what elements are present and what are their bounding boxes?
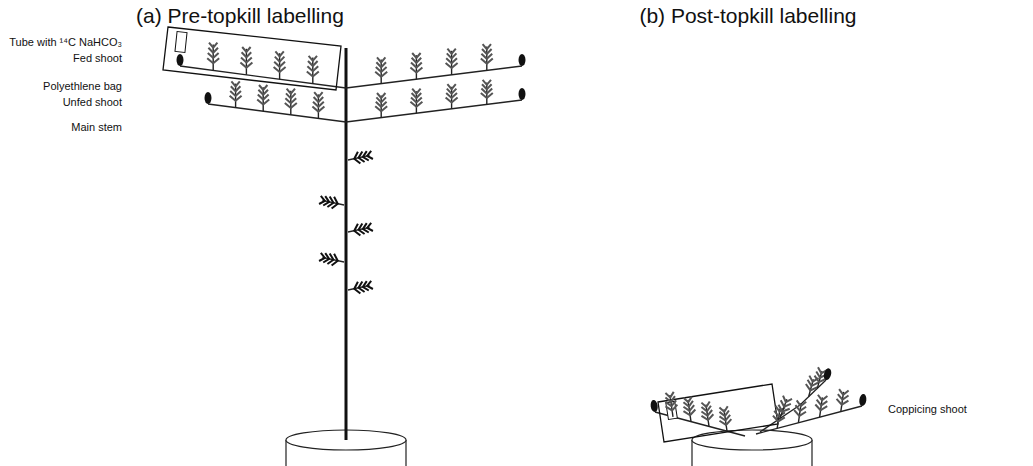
leaf: [285, 89, 297, 115]
shoot-tip: [205, 92, 212, 104]
leaf: [375, 93, 387, 118]
part-label: Unfed shoot: [63, 96, 122, 109]
leaflet: [447, 49, 455, 54]
part-label: Coppicing shoot: [888, 403, 967, 416]
leaflet: [817, 395, 827, 401]
leaflet: [412, 53, 420, 58]
leaflet: [683, 397, 692, 403]
leaf: [664, 392, 679, 418]
shoot-tip: [519, 54, 526, 66]
leaflet: [665, 392, 674, 398]
branch: [346, 100, 522, 122]
leaflet: [796, 400, 806, 406]
leaf: [718, 406, 733, 432]
leaflet: [483, 80, 491, 85]
leaf: [319, 251, 346, 268]
leaf: [700, 401, 715, 427]
leaflet: [366, 281, 373, 290]
leaflet: [309, 56, 317, 61]
leaf: [207, 43, 219, 71]
leaf: [347, 149, 374, 166]
leaflet: [701, 401, 710, 407]
leaflet: [314, 92, 322, 97]
shoot-tip: [519, 88, 526, 100]
leaf: [835, 389, 850, 412]
part-label: Polyethlene bag: [43, 80, 122, 93]
leaf: [446, 49, 458, 75]
leaf: [446, 84, 458, 109]
unfed-branch: [208, 104, 346, 122]
leaf: [312, 92, 324, 118]
shoot-tip: [177, 54, 184, 66]
panel-title: (a) Pre-topkill labelling: [80, 4, 400, 28]
leaflet: [366, 223, 373, 232]
leaves: [177, 43, 868, 432]
part-label: Tube with ¹⁴C NaHCO₃: [9, 36, 122, 49]
polyethylene-bag: [658, 384, 778, 442]
main-stem: [345, 48, 348, 440]
leaf: [481, 44, 493, 70]
leaf: [375, 57, 387, 83]
fed-branch: [180, 66, 346, 88]
shoot-tip: [650, 400, 659, 413]
leaflet: [781, 396, 792, 404]
panel-title: (b) Post-topkill labelling: [588, 4, 908, 28]
leaflet: [483, 44, 491, 49]
leaflet: [287, 89, 295, 94]
leaf: [307, 56, 319, 84]
leaf: [774, 395, 793, 420]
leaf: [257, 85, 269, 111]
leaf: [481, 80, 493, 105]
leaf: [319, 194, 346, 211]
coppice-branch: [756, 406, 862, 434]
branches: [180, 66, 862, 436]
leaflet: [319, 196, 326, 205]
leaflet: [719, 406, 728, 412]
label-tube: [175, 32, 187, 53]
leaf: [274, 51, 286, 79]
leaflet: [319, 253, 326, 262]
leaflet: [838, 389, 848, 395]
part-label: Main stem: [71, 121, 122, 134]
leaf: [814, 395, 829, 418]
leaflet: [275, 51, 283, 56]
leaf: [410, 53, 422, 79]
polyethylene-bag: [163, 27, 341, 90]
shoot-tip: [823, 368, 833, 381]
leaflet: [242, 47, 250, 52]
leaf: [792, 400, 807, 423]
pot-top: [692, 430, 812, 450]
leaf: [410, 89, 422, 114]
leaflet: [377, 57, 385, 62]
leaf: [682, 396, 697, 422]
leaflet: [412, 89, 420, 94]
leaf: [771, 406, 786, 429]
leaflet: [377, 93, 385, 98]
leaflet: [209, 43, 217, 48]
leaf: [347, 221, 374, 238]
pot-b: [692, 430, 812, 466]
leaf: [240, 47, 252, 75]
part-label: Fed shoot: [73, 52, 122, 65]
leaflet: [366, 151, 373, 160]
leaflet: [259, 85, 267, 90]
leaflet: [447, 84, 455, 89]
shoot-tip: [859, 394, 868, 407]
coppice-branch: [760, 405, 800, 432]
leaf: [230, 81, 242, 107]
leaflet: [231, 81, 239, 86]
leaf: [347, 279, 374, 296]
branch: [346, 66, 522, 88]
